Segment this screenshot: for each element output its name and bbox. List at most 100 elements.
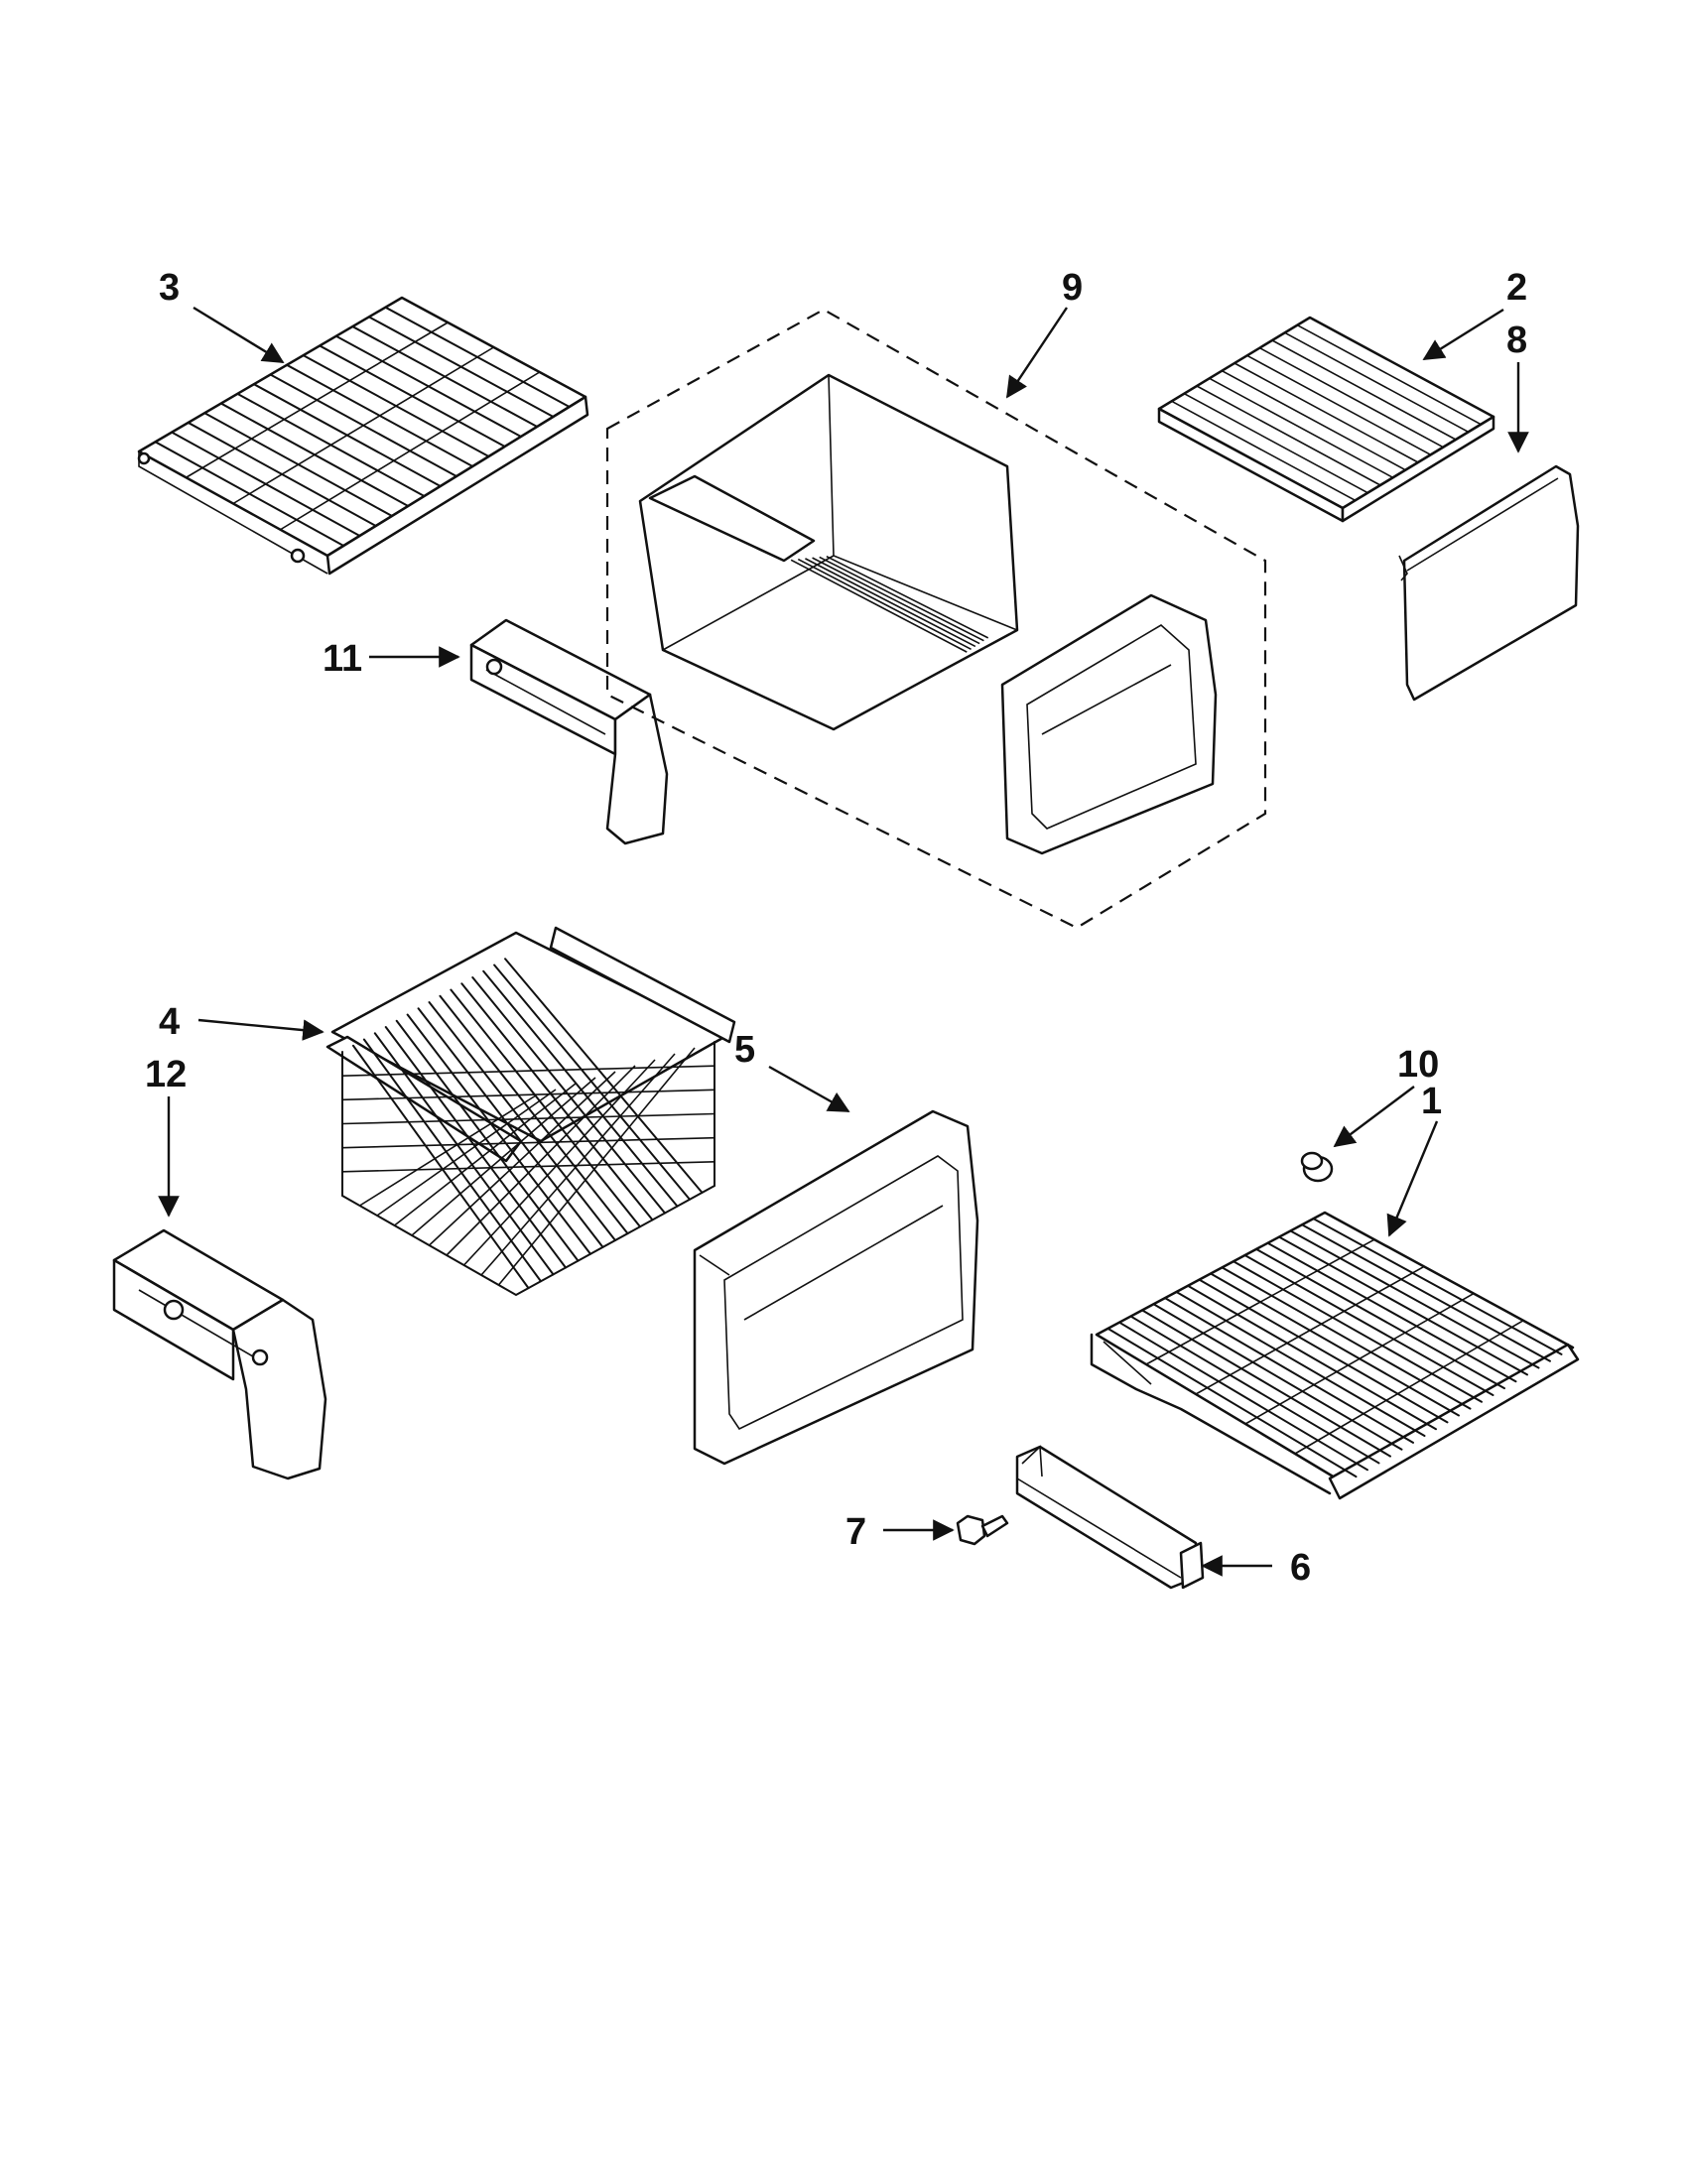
part-10-bumper	[1300, 1151, 1334, 1183]
shelf-line	[1271, 339, 1457, 441]
basket-floor-wire	[480, 1053, 676, 1276]
basket-floor-wire	[359, 1094, 537, 1207]
shelf-wire	[1312, 1218, 1563, 1355]
basket-wire	[428, 1001, 616, 1241]
shelf-cross-wire	[280, 371, 541, 531]
shelf-wire	[1278, 1235, 1528, 1376]
shelf-wire	[1175, 1290, 1426, 1438]
part-1-freezer-shelf	[1090, 1211, 1580, 1500]
callout-labels: 3 9 2 8 11 4 12 5 10 1 7 6	[145, 267, 1527, 1589]
leader-4	[197, 1018, 325, 1041]
part-7-screw	[956, 1514, 1009, 1546]
basket-wire	[493, 964, 691, 1201]
callout-10: 10	[1397, 1044, 1439, 1086]
part-6-shelf-rail	[1015, 1445, 1205, 1590]
shelf-wire	[1118, 1321, 1368, 1472]
bin-slat	[812, 557, 980, 645]
shelf-cross-wire	[232, 346, 494, 505]
shelf-wire	[1243, 1254, 1494, 1396]
part-11-end-cap	[469, 618, 669, 845]
basket-cross-wire	[341, 1112, 715, 1125]
basket-floor-wire	[428, 1071, 616, 1246]
callout-5: 5	[734, 1029, 755, 1071]
basket-wire	[384, 1026, 567, 1269]
basket-wire	[450, 988, 641, 1228]
part-5-drawer-front	[693, 1109, 979, 1466]
shelf-line	[1246, 354, 1432, 456]
basket-wire	[406, 1013, 591, 1255]
shelf-wire	[1233, 1260, 1483, 1403]
bin-slat	[805, 558, 976, 648]
shelf-wire	[1221, 1266, 1472, 1410]
part-2-glass-shelf	[1157, 316, 1495, 523]
callout-9: 9	[1062, 267, 1083, 309]
basket-floor-wire	[446, 1065, 636, 1256]
shelf-line	[1221, 369, 1406, 471]
bin-slat	[819, 556, 984, 642]
leader-2	[1422, 308, 1504, 361]
callout-8: 8	[1506, 320, 1527, 361]
basket-wire	[504, 958, 704, 1194]
basket-cross-wire	[341, 1089, 715, 1101]
shelf-wire	[1289, 1229, 1540, 1369]
part-8-shelf-trim	[1398, 464, 1580, 702]
shelf-wire	[1266, 1241, 1517, 1383]
shelf-line	[1234, 362, 1419, 463]
callout-3: 3	[159, 267, 180, 309]
leader-1	[1386, 1120, 1439, 1237]
basket-wire	[417, 1007, 604, 1248]
shelf-wire	[1141, 1309, 1391, 1458]
leader-5	[768, 1065, 850, 1113]
shelf-line	[1284, 331, 1470, 434]
shelf-wire	[1164, 1297, 1414, 1444]
callout-12: 12	[145, 1054, 187, 1095]
basket-cross-wire	[341, 1065, 715, 1077]
shelf-wire	[1198, 1278, 1449, 1424]
shelf-wire	[1210, 1272, 1460, 1417]
part-12-end-cap	[112, 1228, 327, 1480]
basket-cross-wire	[341, 1161, 715, 1173]
shelf-cross-wire	[1244, 1292, 1475, 1425]
basket-wire	[351, 1044, 530, 1290]
basket-wire	[439, 994, 629, 1235]
shelf-line	[1258, 346, 1444, 449]
part-4-wire-basket	[325, 926, 736, 1297]
basket-floor-wire	[411, 1077, 596, 1236]
bin-slat	[790, 559, 968, 653]
shelf-wire	[1255, 1247, 1505, 1390]
basket-floor-wire	[376, 1089, 557, 1217]
shelf-cross-wire	[186, 321, 449, 478]
leader-3	[193, 306, 285, 364]
shelf-line	[1196, 385, 1381, 486]
shelf-wire	[1301, 1223, 1551, 1362]
callout-2: 2	[1506, 267, 1527, 309]
shelf-line	[1209, 377, 1394, 479]
shelf-line	[1183, 392, 1368, 494]
bin-slat	[826, 556, 989, 639]
callout-6: 6	[1290, 1547, 1311, 1589]
shelf-cross-wire	[1145, 1238, 1375, 1365]
shelf-line	[1296, 323, 1482, 426]
shelf-wire	[1129, 1315, 1380, 1465]
basket-floor-wire	[462, 1059, 656, 1266]
basket-cross-wire	[341, 1136, 715, 1149]
basket-wire	[482, 969, 679, 1208]
callout-1: 1	[1421, 1081, 1442, 1122]
bin-slat	[797, 558, 972, 650]
leader-lines	[158, 306, 1529, 1577]
callout-7: 7	[845, 1511, 866, 1553]
leader-10	[1333, 1086, 1415, 1148]
callout-11: 11	[323, 638, 362, 680]
basket-wire	[395, 1019, 580, 1262]
part-9-crisper-drawer-kit	[605, 308, 1267, 930]
shelf-wire	[1152, 1303, 1403, 1451]
callout-4: 4	[159, 1001, 180, 1043]
basket-wire	[471, 976, 666, 1215]
shelf-wire	[1187, 1284, 1437, 1431]
part-3-wire-shelf	[137, 296, 589, 576]
shelf-wire	[1106, 1327, 1358, 1478]
basket-floor-wire	[497, 1047, 696, 1286]
shelf-cross-wire	[1195, 1265, 1425, 1395]
leader-9	[1006, 307, 1068, 399]
